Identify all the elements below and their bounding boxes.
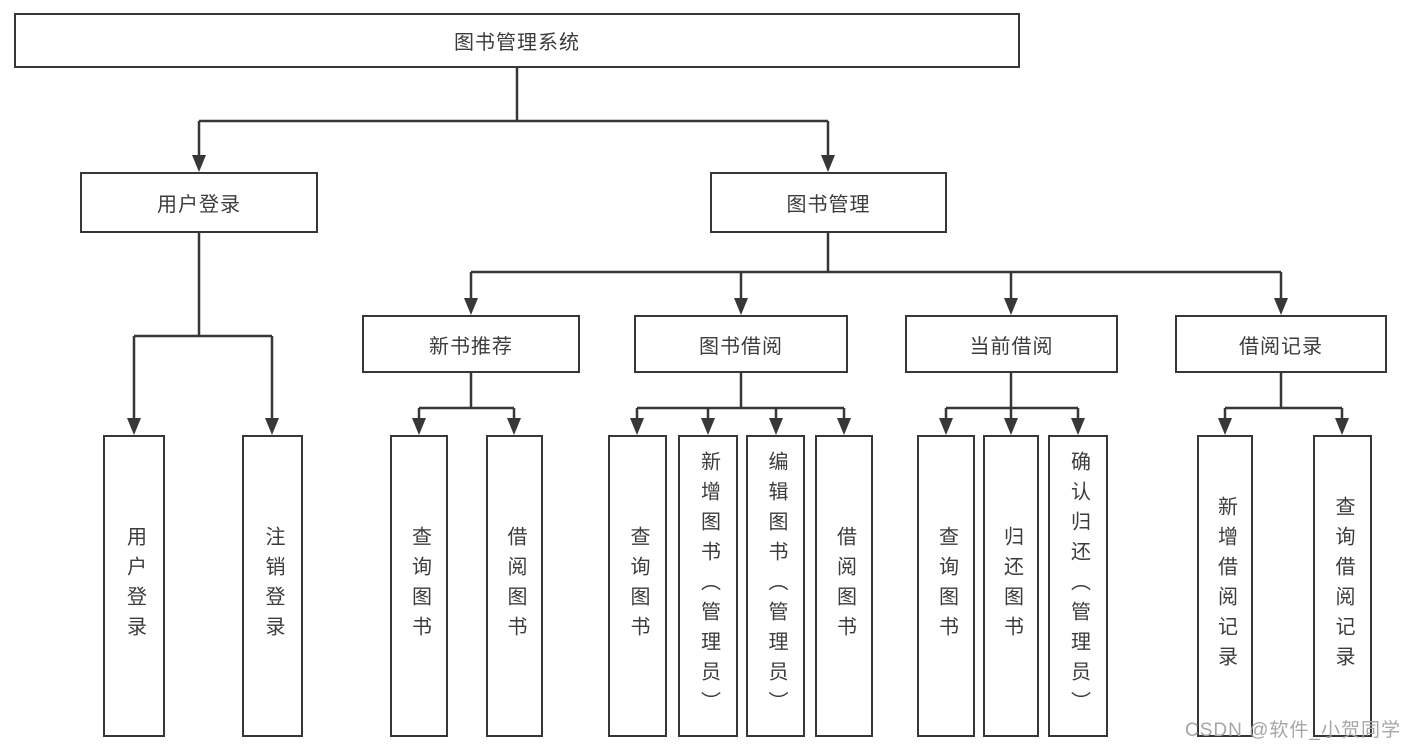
node-new-book-recommend: 新书推荐 xyxy=(362,315,580,373)
node-leaf-borrow-books-1: 借阅图书 xyxy=(486,435,543,737)
node-label: 查询图书 xyxy=(935,526,958,646)
node-label: 编辑图书（管理员） xyxy=(765,451,787,721)
node-label: 图书管理 xyxy=(786,194,871,216)
node-leaf-add-borrow-record: 新增借阅记录 xyxy=(1197,435,1253,737)
node-label: 新增借阅记录 xyxy=(1214,496,1237,676)
node-user-login: 用户登录 xyxy=(80,172,318,233)
node-label: 用户登录 xyxy=(157,194,241,216)
node-leaf-query-borrow-record: 查询借阅记录 xyxy=(1313,435,1372,737)
node-label: 注销登录 xyxy=(262,526,284,646)
arrow-down-icon xyxy=(1274,298,1288,315)
node-label: 新书推荐 xyxy=(429,335,513,358)
arrow-down-icon xyxy=(939,418,953,435)
node-label: 当前借阅 xyxy=(969,335,1054,358)
arrow-down-icon xyxy=(1004,418,1018,435)
node-root-system: 图书管理系统 xyxy=(14,13,1020,68)
node-borrow-records: 借阅记录 xyxy=(1175,315,1387,373)
node-label: 借阅图书 xyxy=(504,526,526,646)
connector-root-level2 xyxy=(197,68,830,158)
arrow-down-icon xyxy=(412,418,426,435)
node-book-borrow: 图书借阅 xyxy=(634,315,848,373)
arrow-down-icon xyxy=(464,298,478,315)
node-leaf-edit-books-admin: 编辑图书（管理员） xyxy=(746,435,805,737)
arrow-down-icon xyxy=(1335,418,1349,435)
arrow-down-icon xyxy=(821,155,835,172)
node-label: 归还图书 xyxy=(1000,526,1023,646)
arrow-down-icon xyxy=(265,418,279,435)
arrow-down-icon xyxy=(837,418,851,435)
arrowhead-group xyxy=(127,155,1349,435)
node-leaf-borrow-books-2: 借阅图书 xyxy=(815,435,873,737)
node-leaf-query-books-1: 查询图书 xyxy=(390,435,448,737)
arrow-down-icon xyxy=(734,298,748,315)
node-leaf-user-login: 用户登录 xyxy=(103,435,165,737)
connector-new-book-leaves xyxy=(417,373,516,420)
node-leaf-return-books: 归还图书 xyxy=(983,435,1039,737)
arrow-down-icon xyxy=(1218,418,1232,435)
arrow-down-icon xyxy=(507,418,521,435)
node-label: 借阅记录 xyxy=(1239,335,1323,358)
node-leaf-confirm-return-admin: 确认归还（管理员） xyxy=(1048,435,1108,737)
connector-current-borrow-leaves xyxy=(944,373,1080,420)
arrow-down-icon xyxy=(769,418,783,435)
arrow-down-icon xyxy=(701,418,715,435)
node-leaf-add-books-admin: 新增图书（管理员） xyxy=(678,435,738,737)
node-label: 查询图书 xyxy=(627,526,649,646)
arrow-down-icon xyxy=(1071,418,1085,435)
connector-book-management-level3 xyxy=(469,233,1283,300)
csdn-watermark: CSDN @软件_小贺同学 xyxy=(1185,720,1401,741)
node-label: 图书借阅 xyxy=(699,335,783,358)
arrow-down-icon xyxy=(192,155,206,172)
node-label: 用户登录 xyxy=(123,526,146,646)
connector-user-login-leaves xyxy=(132,233,274,420)
node-label: 查询图书 xyxy=(408,526,431,646)
node-label: 确认归还（管理员） xyxy=(1067,451,1090,721)
arrow-down-icon xyxy=(1004,298,1018,315)
arrow-down-icon xyxy=(630,418,644,435)
node-label: 图书管理系统 xyxy=(454,32,580,54)
node-leaf-logout: 注销登录 xyxy=(242,435,303,737)
node-leaf-query-books-2: 查询图书 xyxy=(608,435,667,737)
arrow-down-icon xyxy=(127,418,141,435)
connector-borrow-records-leaves xyxy=(1223,373,1344,420)
node-book-management: 图书管理 xyxy=(710,172,947,233)
node-label: 查询借阅记录 xyxy=(1332,496,1354,676)
connector-book-borrow-leaves xyxy=(635,373,846,420)
node-current-borrow: 当前借阅 xyxy=(905,315,1118,373)
node-label: 借阅图书 xyxy=(833,526,856,646)
node-leaf-query-books-3: 查询图书 xyxy=(917,435,975,737)
node-label: 新增图书（管理员） xyxy=(697,451,720,721)
